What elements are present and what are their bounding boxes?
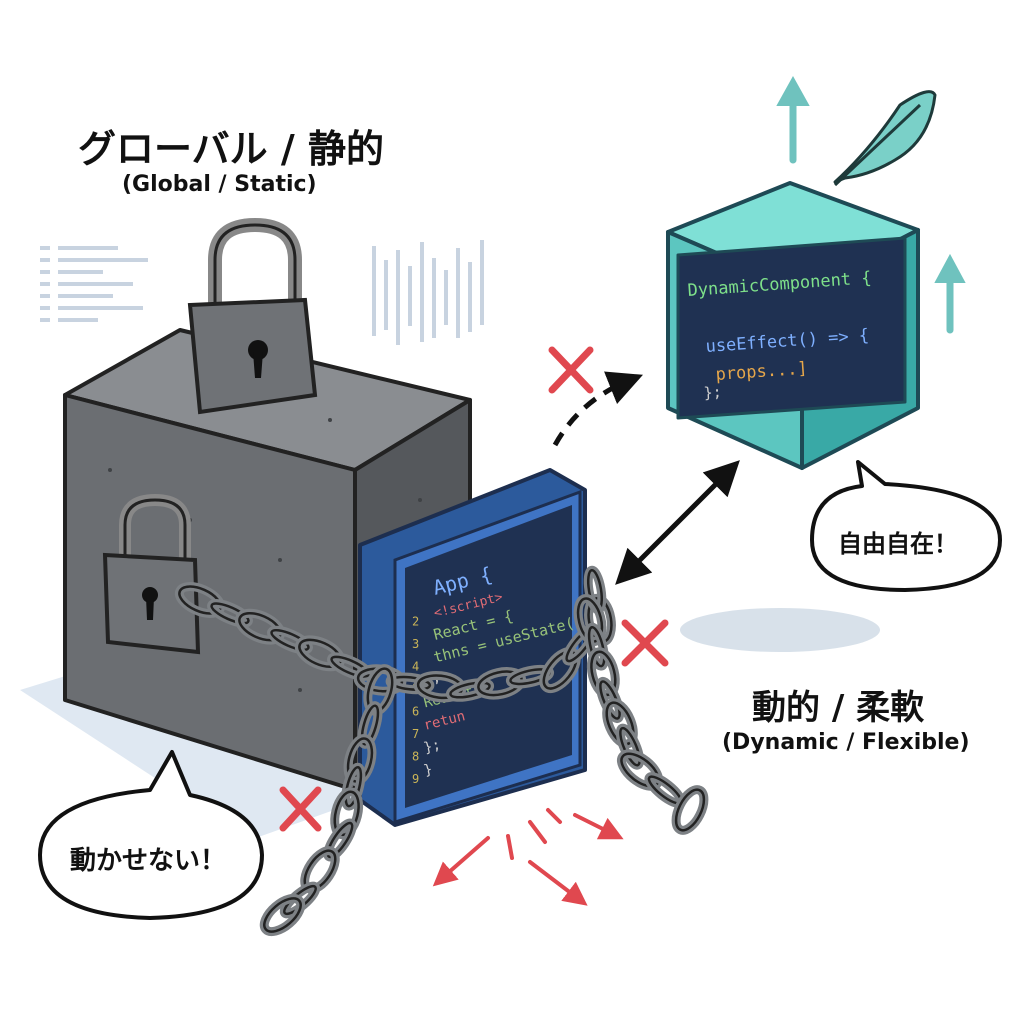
- chain-link-outline: [587, 625, 606, 668]
- code-line: }: [422, 761, 434, 779]
- up-arrow-icon: [776, 75, 966, 334]
- line-number: 2: [412, 615, 419, 629]
- chain-link-outline: [542, 650, 578, 690]
- line-number: 8: [412, 750, 419, 764]
- chain-link-outline: [620, 752, 660, 788]
- speech-bubble-dynamic: [810, 460, 1002, 592]
- static-bubble-text: 動かせない！: [70, 846, 227, 876]
- chain-link-outline: [590, 650, 617, 697]
- chain-link-outline: [477, 670, 523, 697]
- static-code-panel: [358, 468, 587, 827]
- chain-link-outline: [576, 597, 604, 643]
- red-motion-arrows: [432, 808, 624, 906]
- chain-link-outline: [449, 681, 491, 699]
- dynamic-code-screen: [676, 236, 907, 420]
- dynamic-bubble-text: 自由自在！: [838, 530, 958, 558]
- chain-link-outline: [346, 737, 374, 783]
- chain-link-outline: [326, 821, 354, 859]
- dynamic-subtitle: (Dynamic / Flexible): [722, 730, 970, 755]
- line-number: 7: [412, 727, 419, 741]
- static-title: グローバル / 静的: [78, 127, 384, 171]
- chain-link-outline: [605, 701, 635, 746]
- line-number: 4: [412, 660, 419, 674]
- chain-link-outline: [344, 765, 363, 808]
- chain-link-outline: [298, 638, 342, 669]
- padlock-side-icon: [102, 493, 201, 655]
- line-number: 3: [412, 637, 419, 651]
- chain-link-outline: [270, 628, 310, 652]
- double-arrow-icon: [615, 460, 740, 585]
- padlock-top-icon: [187, 217, 318, 415]
- line-number: 9: [412, 772, 419, 786]
- line-number: 6: [412, 705, 419, 719]
- chain-link-outline: [330, 655, 370, 678]
- floor-shadow-dynamic: [680, 608, 880, 652]
- dynamic-cube: [666, 181, 920, 470]
- feather-icon: [833, 90, 937, 187]
- chain-link-outline: [263, 897, 302, 933]
- static-subtitle: (Global / Static): [122, 172, 317, 197]
- chain-link-outline: [210, 602, 250, 625]
- chain-link-outline: [619, 726, 641, 767]
- chain-link-outline: [360, 704, 380, 746]
- dynamic-title: 動的 / 柔軟: [752, 688, 925, 728]
- dashed-arrow-icon: [552, 371, 643, 447]
- chain-link-outline: [674, 788, 706, 832]
- background-pattern: [40, 240, 484, 345]
- chain-link-outline: [238, 611, 282, 642]
- chain-icon: [174, 565, 709, 937]
- chain-link-outline: [599, 680, 621, 720]
- code-line: };: [422, 737, 442, 757]
- cross-mark-icon: [279, 346, 669, 832]
- speech-bubble-static: [38, 750, 264, 920]
- chain-link-outline: [178, 585, 222, 615]
- code-line: };: [703, 383, 722, 402]
